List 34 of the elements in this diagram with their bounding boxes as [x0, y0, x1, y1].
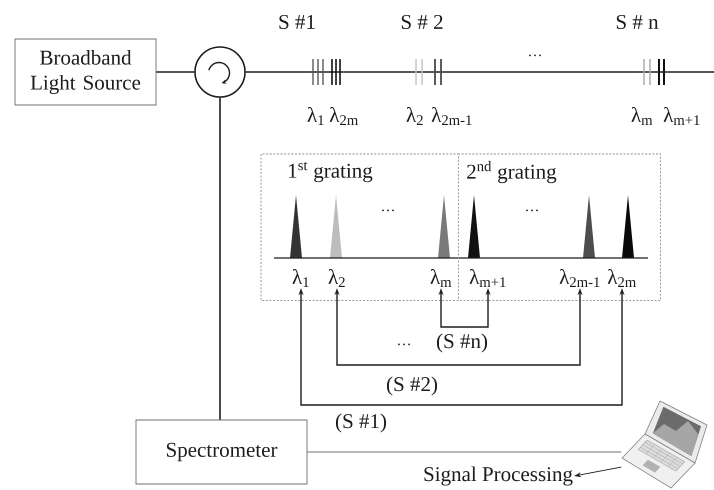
fiber-line — [246, 71, 310, 73]
source-box: Broadband Light Source — [14, 38, 156, 106]
wavelength-label: λ$_{1}$ — [308, 107, 324, 125]
wavelength-label: λ$_{m}$ — [430, 269, 452, 287]
wavelength-label: λ$_{m+1}$ — [664, 107, 700, 125]
sensor-label: S # 2 — [402, 14, 442, 30]
fiber-line — [156, 71, 194, 73]
edge-label: (S #2) — [384, 374, 440, 398]
cable-line — [307, 451, 622, 453]
fiber-line — [219, 98, 221, 420]
ellipsis-mark: … — [526, 209, 538, 212]
wavelength-label: λ$_{2m-1}$ — [432, 107, 472, 125]
caption-label: Signal Processing — [424, 466, 573, 486]
panel-heading: 1$^{st}$ grating — [289, 162, 372, 182]
wavelength-label: λ$_{2m}$ — [330, 107, 358, 125]
wavelength-label: λ$_{2m-1}$ — [560, 269, 600, 287]
fiber-line — [444, 71, 640, 73]
wavelength-label: λ$_{1}$ — [292, 269, 309, 287]
sensor-label: S # n — [616, 14, 658, 30]
wavelength-label: λ$_{m+1}$ — [470, 269, 506, 287]
edge-label: (S #1) — [334, 412, 388, 434]
spectrometer-box: Spectrometer — [136, 420, 308, 484]
ellipsis-mark: … — [398, 343, 410, 346]
panel-heading: 2$^{nd}$ grating — [467, 160, 556, 184]
wavelength-label: λ$_{2}$ — [406, 107, 423, 125]
fiber-line — [344, 71, 412, 73]
wavelength-label: λ$_{m}$ — [632, 107, 652, 125]
wavelength-label: λ$_{2}$ — [328, 269, 345, 287]
ellipsis-mark: … — [382, 209, 394, 212]
edge-label: (S #n) — [434, 332, 490, 354]
ellipsis-mark: … — [529, 54, 541, 56]
sensor-label: S #1 — [279, 14, 315, 30]
fiber-line — [667, 71, 714, 73]
wavelength-label: λ$_{2m}$ — [608, 269, 636, 287]
